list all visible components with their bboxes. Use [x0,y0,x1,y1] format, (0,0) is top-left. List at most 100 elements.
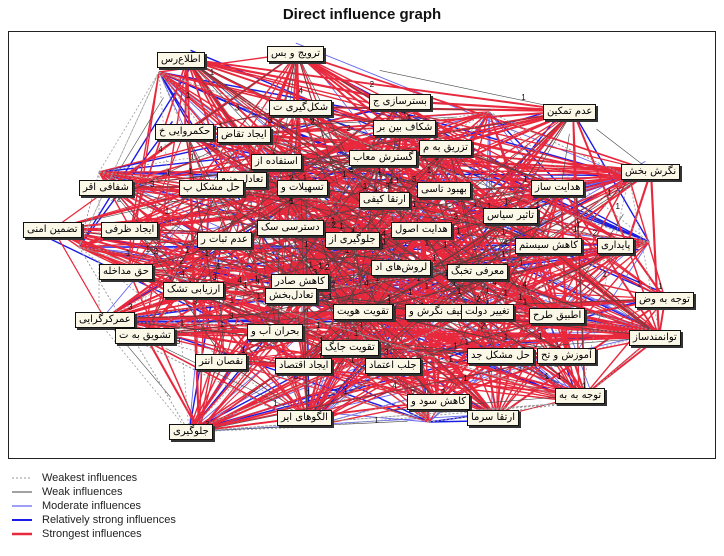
edge-weight-label: 2 [154,247,159,256]
edge-weak [144,289,378,336]
edge-weak [128,252,421,272]
graph-node: ایجاد اقتصاد [275,358,333,374]
edge-strongest [400,266,580,403]
graph-node: تسهیلات و [277,180,328,196]
edge-weight-label: 4 [354,352,359,361]
edge-weak [304,212,407,366]
edge-weak [303,245,438,402]
edge-weight-label: 1 [220,320,225,329]
graph-node: حکمروایی خ [155,124,215,140]
edge-weak [579,272,660,338]
graph-node: توانمندساز [629,330,681,346]
edge-strongest [296,52,652,172]
edge-weight-label: 1 [230,296,235,305]
edge-strongest [224,331,660,362]
edge-weak [335,146,450,204]
edge-strongest [198,186,210,432]
edge-weight-label: 1 [412,200,417,209]
graph-node: جلوگیری از [325,232,380,248]
edge-weight-label: 1 [432,254,437,263]
legend-item-strong: Relatively strong influences [12,513,176,527]
edge-weak [186,58,312,236]
edge-weak [362,212,565,312]
legend: Weakest influences Weak influences Moder… [12,471,176,541]
edge-weight-label: 1 [186,91,191,100]
edge-strongest [448,146,666,300]
edge-weight-label: 4 [237,276,242,285]
edge-weak [560,133,570,188]
edge-weight-label: 1 [521,93,526,102]
edge-weak [448,146,545,321]
edge-weight-label: 1 [408,288,413,297]
graph-node: اطلاع‌رس [157,52,205,68]
edge-weight-label: 1 [427,166,432,175]
edge-weight-label: 1 [557,372,562,381]
graph-node: تعادل‌بخش [265,288,318,304]
edge-weight-label: 4 [389,177,394,186]
graph-node: تضمین امنی [23,222,82,238]
edge-weight-label: 1 [545,372,550,381]
edge-weakest [98,71,160,173]
graph-node: توجه به وض [635,292,694,308]
graph-node: ایجاد ظرفی [101,222,159,238]
edge-strongest [308,110,574,428]
edge-strongest [246,52,298,135]
edge-weak [184,130,214,293]
edge-weight-label: 1 [487,202,492,211]
edge-weight-label: 1 [504,198,509,207]
edge-weight-label: 1 [328,293,333,302]
graph-node: دسترسی سک [257,220,324,236]
edge-weight-label: 1 [407,114,412,123]
legend-item-weak: Weak influences [12,485,176,499]
edge-weight-label: 1 [523,298,528,307]
edge-weight-label: 1 [343,387,348,396]
edge-strongest [298,106,660,333]
edge-weakest [308,401,580,428]
edge-weight-label: 1 [538,331,543,340]
edge-strongest [398,100,628,246]
edge-strongest [280,160,478,272]
edge-weight-label: 1 [318,261,323,270]
edge-weight-label: 3 [385,182,390,191]
edge-weight-label: 4 [310,114,315,123]
edge-strongest [98,321,660,338]
edge-weak [298,106,367,288]
edge-weight-label: 4 [401,107,406,116]
edge-weak [108,97,164,188]
edge-weak [379,70,574,112]
graph-node: نگرش بخش [621,164,681,180]
graph-node: عدم تمکین [543,104,597,120]
graph-node: تاثیر سیاس [483,208,538,224]
edge-weak [186,58,448,239]
edge-weight-label: 1 [485,287,490,296]
edge-strongest [188,330,278,433]
edge-weight-label: 1 [425,282,430,291]
edge-strongest [246,178,580,403]
edge-weight-label: 1 [219,122,224,131]
graph-node: استفاده از [251,154,302,170]
edge-weak [444,186,562,312]
edge-weak [198,364,522,432]
edge-weight-label: 2 [481,321,486,330]
edge-weak [283,155,514,216]
legend-label-strongest: Strongest influences [42,528,142,540]
edge-weight-label: 3 [235,103,240,112]
graph-node: بحران آب و [247,324,304,340]
edge-weight-label: 1 [504,332,509,341]
graph-node: ارتقا سرما [467,410,519,426]
edge-weight-label: 2 [370,80,375,89]
legend-label-weakest: Weakest influences [42,472,138,484]
edge-weight-label: 1 [185,246,190,255]
legend-swatch-strong [12,519,32,521]
edge-weight-label: 1 [607,189,612,198]
edge-weight-label: 1 [519,259,524,268]
edge-weight-label: 4 [289,196,294,205]
edge-weight-label: 1 [457,287,462,296]
edge-weight-label: 1 [501,250,506,259]
edge-weight-label: 1 [217,262,222,271]
legend-swatch-strongest [12,532,32,536]
graph-node: عدم ثبات ر [197,232,252,248]
edge-weight-label: 1 [387,293,392,302]
edge-weight-label: 1 [375,274,380,283]
edge-strongest [496,241,650,418]
